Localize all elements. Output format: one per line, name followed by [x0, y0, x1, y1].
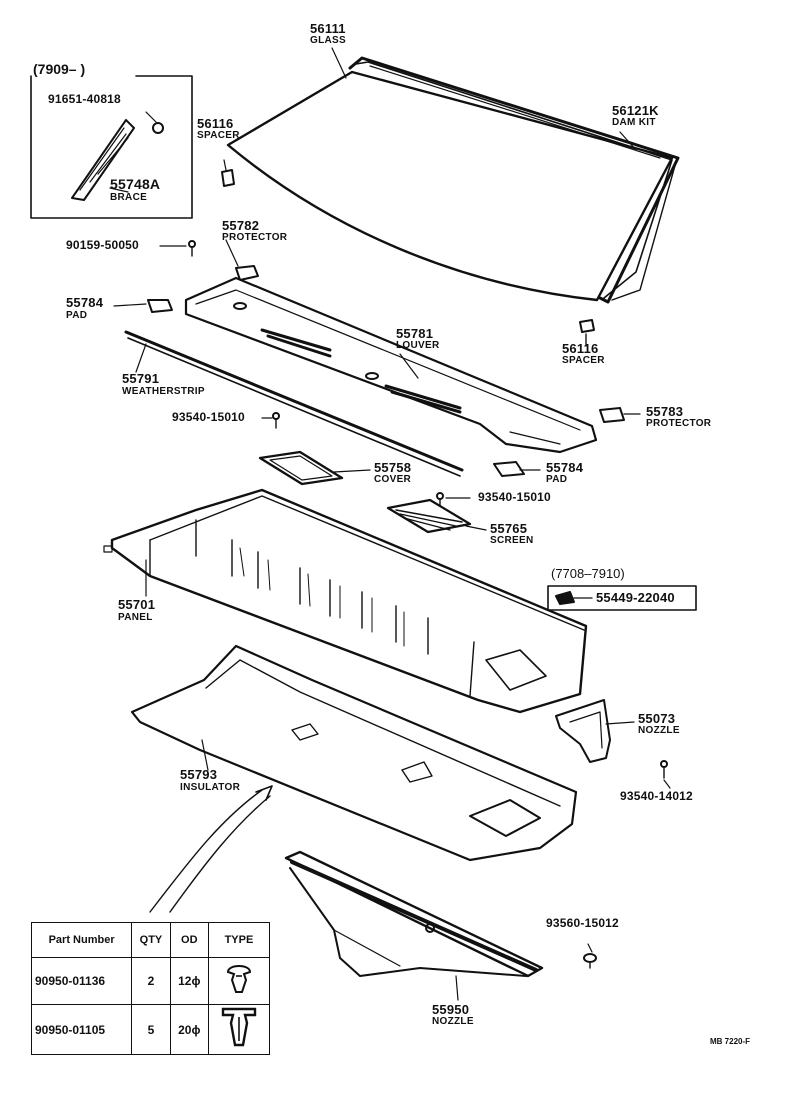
insulator-number: 55793	[180, 767, 218, 782]
protector-55783-name: PROTECTOR	[646, 418, 712, 429]
dam-kit-number: 56121K	[612, 103, 659, 118]
row-type	[207, 1004, 271, 1055]
louver-number: 55781	[396, 326, 434, 341]
panel-name: PANEL	[118, 612, 153, 623]
insulator-part	[130, 644, 578, 862]
clip-93540-b-part	[436, 492, 444, 507]
nozzle-55073-part	[555, 699, 611, 763]
nozzle-55950-part	[284, 850, 544, 978]
weatherstrip-number: 55791	[122, 371, 160, 386]
cover-number: 55758	[374, 460, 412, 475]
brace-group-range: (7909– )	[33, 61, 86, 77]
clip-93540-c-number: 93540-14012	[620, 789, 693, 803]
louver-part	[184, 276, 598, 454]
protector-55782-name: PROTECTOR	[222, 232, 288, 243]
pad-left-part	[147, 299, 173, 313]
part-55449-box	[547, 585, 697, 611]
cover-name: COVER	[374, 474, 412, 485]
cover-part	[258, 450, 344, 486]
brace-name: BRACE	[110, 192, 148, 203]
louver-name: LOUVER	[396, 340, 440, 351]
header-part-number: Part Number	[30, 922, 133, 958]
leader-lines	[113, 239, 671, 1001]
panel-part	[103, 488, 588, 714]
spacer-lower-name: SPACER	[562, 355, 605, 366]
header-od: OD	[169, 922, 209, 958]
table-row: 90950-01136 2 12ϕ	[30, 957, 271, 1005]
table-reference-arrow	[149, 785, 273, 913]
clip-93560-part	[583, 953, 597, 969]
row-od: 20ϕ	[169, 1004, 209, 1055]
pad-right-part	[493, 461, 525, 477]
weatherstrip-part	[124, 330, 464, 477]
glass-number: 56111	[310, 21, 346, 36]
dam-kit	[348, 56, 680, 304]
nozzle-55950-name: NOZZLE	[432, 1016, 474, 1027]
protector-55782-part	[235, 265, 259, 281]
row-part-number: 90950-01136	[30, 957, 133, 1005]
pad-left-number: 55784	[66, 295, 104, 310]
row-qty: 2	[131, 957, 171, 1005]
nozzle-group-range: (7708–7910)	[551, 566, 625, 581]
screen-name: SCREEN	[490, 535, 534, 546]
screw-90159-number: 90159-50050	[66, 238, 139, 252]
large-push-clip-icon	[221, 1007, 257, 1047]
windshield-glass	[226, 70, 674, 302]
header-qty: QTY	[131, 922, 171, 958]
pad-left-name: PAD	[66, 310, 88, 321]
screen-part	[386, 498, 472, 534]
spacer-lower-number: 56116	[562, 341, 599, 356]
clip-93540-b-number: 93540-15010	[478, 490, 551, 504]
row-qty: 5	[131, 1004, 171, 1055]
clip-93560-number: 93560-15012	[546, 916, 619, 930]
spacer-upper-number: 56116	[197, 116, 234, 131]
brace-group-box	[30, 75, 193, 219]
screw-90159-part	[188, 240, 196, 257]
insulator-name: INSULATOR	[180, 782, 241, 793]
bolt-91651-number: 91651-40818	[48, 92, 121, 106]
pad-right-number: 55784	[546, 460, 584, 475]
row-od: 12ϕ	[169, 957, 209, 1005]
clip-93540-a-part	[272, 412, 280, 429]
table-header-row: Part Number QTY OD TYPE	[30, 922, 271, 958]
spacer-upper-name: SPACER	[197, 130, 240, 141]
protector-55783-number: 55783	[646, 404, 684, 419]
clip-spec-table: Part Number QTY OD TYPE 90950-01136 2 12…	[30, 922, 271, 1055]
nozzle-55073-name: NOZZLE	[638, 725, 680, 736]
screen-number: 55765	[490, 521, 528, 536]
row-part-number: 90950-01105	[30, 1004, 133, 1055]
protector-55782-number: 55782	[222, 218, 260, 233]
dam-kit-name: DAM KIT	[612, 117, 656, 128]
protector-55783-part	[599, 407, 625, 423]
clip-93540-a-number: 93540-15010	[172, 410, 245, 424]
panel-number: 55701	[118, 597, 156, 612]
nozzle-55950-number: 55950	[432, 1002, 470, 1017]
header-type: TYPE	[207, 922, 271, 958]
row-type	[207, 957, 271, 1005]
glass-name: GLASS	[310, 35, 346, 46]
weatherstrip-name: WEATHERSTRIP	[122, 386, 205, 397]
spacer-upper-part	[221, 159, 235, 187]
small-push-clip-icon	[226, 964, 251, 993]
figure-code: MB 7220-F	[710, 1037, 751, 1046]
nozzle-55073-number: 55073	[638, 711, 676, 726]
clip-93540-c-part	[660, 760, 668, 779]
brace-number: 55748A	[110, 176, 161, 192]
part-55449-number: 55449-22040	[596, 590, 675, 605]
pad-right-name: PAD	[546, 474, 568, 485]
table-row: 90950-01105 5 20ϕ	[30, 1004, 271, 1055]
